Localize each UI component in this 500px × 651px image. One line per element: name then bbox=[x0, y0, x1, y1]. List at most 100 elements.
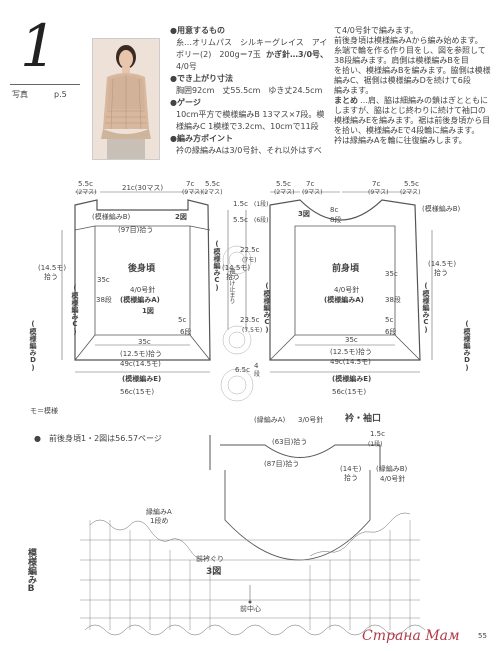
instruction-line: を拾い、模様編みEで4段輪に編みます。 bbox=[334, 126, 480, 135]
back-dim-5c: 5c bbox=[178, 316, 187, 324]
issue-number: 1 bbox=[20, 12, 57, 80]
front-dim-35c: 35c bbox=[385, 270, 398, 278]
front-dim-5c: 5c bbox=[385, 316, 394, 324]
instruction-line: 衿は縁編みAを輪に往復編みします。 bbox=[334, 136, 467, 145]
collar-pickup-87: (87目)拾う bbox=[264, 460, 300, 468]
collar-pickup-63: (63目)拾う bbox=[272, 438, 308, 446]
front-dim-top-center2: 7c bbox=[372, 180, 381, 188]
back-dim-38: 38段 bbox=[96, 296, 112, 304]
front-pattern-b: (模様編みB) bbox=[422, 205, 461, 213]
back-dim-top-right-sub: (9マス) bbox=[182, 189, 203, 196]
materials-line2: ボリー(2) 200g＝7玉 bbox=[176, 50, 261, 59]
front-pickup-right-label: 拾う bbox=[434, 269, 448, 277]
instruction-line: 編みます。 bbox=[334, 86, 374, 95]
back-dim-top-right: 7c bbox=[186, 180, 195, 188]
center-dim-5-5: 5.5c bbox=[233, 216, 248, 224]
back-pattern-b: (模様編みB) bbox=[92, 213, 131, 221]
back-pattern-a: (模様編みA) bbox=[120, 296, 160, 304]
model-illustration bbox=[93, 39, 159, 159]
gauge-line1: 10cm平方で模様編みB 13マス×7段。模 bbox=[176, 110, 325, 119]
instructions-column: て4/0号針で編みます。 前後身頃は模様編みAから編み始めます。 糸端で輪を作る… bbox=[334, 26, 494, 146]
sleeve-edge-b: (縁編みB) bbox=[376, 465, 408, 473]
center-pickup-14-5-sub: 拾う bbox=[226, 273, 240, 281]
back-pickup-97: (97目)拾う bbox=[118, 226, 154, 234]
front-dim-8c: 8c bbox=[330, 206, 339, 214]
collar-dim-1-5-sub: (1段) bbox=[368, 441, 383, 448]
center-dim-23-5: 23.5c bbox=[240, 316, 260, 324]
instruction-line: しますが、脇はとじ終わりに続けて袖口の bbox=[334, 106, 486, 115]
chart-front-neck: 前衿ぐり bbox=[196, 555, 224, 563]
instruction-line: 糸端で輪を作る作り目をし、図を参照して bbox=[334, 46, 486, 55]
front-figure-3: 3図 bbox=[298, 210, 310, 218]
front-pattern-c-left: (模様編みC) bbox=[263, 282, 271, 334]
back-dim-top-right2: 5.5c bbox=[205, 180, 220, 188]
front-dim-top-left-sub: (2マス) bbox=[274, 189, 295, 196]
front-piece-outline bbox=[269, 199, 421, 361]
instruction-line: 38段編みます。肩側は模様編みBを目 bbox=[334, 56, 469, 65]
chart-figure-3: 3図 bbox=[206, 567, 222, 577]
photo-ref-page: p.5 bbox=[54, 90, 67, 99]
center-dim-22-5-sub: (7モ) bbox=[242, 257, 257, 264]
instruction-line: 編みC、裾側は模様編みDを続けて6段 bbox=[334, 76, 471, 85]
back-bottom-35: 35c bbox=[138, 338, 151, 346]
front-bottom-35: 35c bbox=[345, 336, 358, 344]
front-dim-38: 38段 bbox=[385, 296, 401, 304]
center-dim-1-5-sub: (1段) bbox=[254, 201, 269, 208]
back-dim-top-right2-sub: (2マス) bbox=[202, 189, 223, 196]
back-title: 後身頃 bbox=[128, 264, 156, 274]
back-dim-top-left: 5.5c bbox=[78, 180, 93, 188]
front-dim-top-center2-sub: (9マス) bbox=[368, 189, 389, 196]
sleeve-pickup-14-sub: 拾う bbox=[344, 474, 358, 482]
collar-needle-3: 3/0号針 bbox=[298, 416, 324, 424]
back-needle: 4/0号針 bbox=[130, 286, 156, 294]
materials-line1: 糸…オリムパス シルキーグレイス アイ bbox=[176, 38, 328, 47]
front-bottom-56: 56c(15モ) bbox=[332, 388, 367, 396]
front-pattern-d-right: (模様編みD) bbox=[463, 320, 471, 372]
pattern-header: 1 写真 p.5 ●用意するもの 糸…オリムパス シルキーグレイス アイ ボリー… bbox=[0, 0, 500, 170]
points-heading: ●編み方ポイント bbox=[170, 134, 233, 143]
front-dim-8: 8段 bbox=[330, 216, 342, 224]
back-pickup-left-label: 拾う bbox=[44, 273, 58, 281]
size-line: 胸囲92cm 丈55.5cm ゆき丈24.5cm bbox=[176, 86, 323, 95]
points-line1: 衿の縁編みAは3/0号針、それ以外はすべ bbox=[176, 146, 322, 155]
front-dim-top-left: 5.5c bbox=[276, 180, 291, 188]
back-pickup-12-5: (12.5モ)拾う bbox=[120, 350, 163, 358]
collar-title: 衿・袖口 bbox=[345, 414, 382, 424]
front-title: 前身頃 bbox=[332, 264, 360, 274]
center-dim-1-5: 1.5c bbox=[233, 200, 248, 208]
sleeve-pickup-14: (14モ) bbox=[340, 465, 362, 473]
materials-line3: 4/0号 bbox=[176, 62, 197, 71]
photo-ref-label: 写真 bbox=[12, 90, 28, 99]
back-dim-top-left-sub: (2マス) bbox=[76, 189, 97, 196]
model-photo bbox=[92, 38, 160, 160]
back-pattern-d-left: (模様編みD) bbox=[29, 320, 37, 372]
instruction-line: 模様編みEを編みます。裾は前後身頃から目 bbox=[334, 116, 491, 125]
center-dim-23-5-sub: (7.5モ) bbox=[242, 327, 263, 334]
center-dim-4: 4 bbox=[254, 362, 259, 370]
collar-edge-a: (縁編みA) bbox=[254, 416, 286, 424]
issue-number-box: 1 bbox=[10, 14, 82, 94]
center-pickup-14-5: (14.5モ) bbox=[222, 264, 251, 272]
front-needle: 4/0号針 bbox=[334, 286, 360, 294]
back-dim-35c: 35c bbox=[97, 276, 110, 284]
front-pickup-12-5: (12.5モ)拾う bbox=[330, 348, 373, 356]
back-figure-2: 2図 bbox=[175, 213, 187, 221]
front-dim-top-center1-sub: (9マス) bbox=[302, 189, 323, 196]
front-pattern-a: (模様編みA) bbox=[324, 296, 364, 304]
materials-needle: かぎ針…3/0号、 bbox=[266, 50, 329, 59]
back-dim-top-center: 21c(30マス) bbox=[122, 184, 164, 192]
back-pickup-left: (14.5モ) bbox=[38, 264, 67, 272]
materials-heading: ●用意するもの bbox=[170, 26, 225, 35]
center-dim-22-5: 22.5c bbox=[240, 246, 260, 254]
instruction-line: 前後身頃は模様編みAから編み始めます。 bbox=[334, 36, 483, 45]
chart-edge-a-row: 1段め bbox=[150, 517, 169, 525]
back-pattern-e: (模様編みE) bbox=[122, 375, 162, 383]
back-piece-outline bbox=[74, 199, 211, 361]
center-dim-6-5: 6.5c bbox=[235, 366, 250, 374]
instruction-line: …肩、脇は細編みの鎖はぎとともに bbox=[360, 96, 488, 105]
sleeve-stop-label: 袖つけ止まり bbox=[228, 268, 235, 304]
front-pattern-e: (模様編みE) bbox=[332, 375, 372, 383]
page-number: 55 bbox=[478, 632, 487, 640]
gauge-heading: ●ゲージ bbox=[170, 98, 201, 107]
